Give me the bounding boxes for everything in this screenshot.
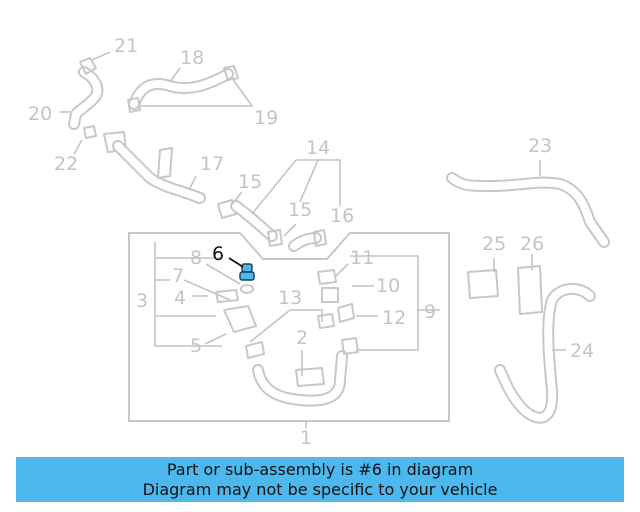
callout-11: 11 bbox=[350, 247, 374, 269]
callout-20: 20 bbox=[28, 103, 52, 125]
callout-4: 4 bbox=[174, 287, 186, 309]
callout-16: 16 bbox=[330, 205, 354, 227]
callout-21: 21 bbox=[114, 35, 138, 57]
callout-18: 18 bbox=[180, 47, 204, 69]
callout-25: 25 bbox=[482, 233, 506, 255]
callout-22: 22 bbox=[54, 153, 78, 175]
upper-left-hoses bbox=[68, 57, 239, 204]
banner-line-1: Part or sub-assembly is #6 in diagram bbox=[166, 460, 474, 479]
part-6-highlight bbox=[239, 263, 255, 281]
right-hoses bbox=[446, 172, 610, 424]
callout-2: 2 bbox=[296, 327, 308, 349]
callout-15b: 15 bbox=[288, 199, 312, 221]
callout-1: 1 bbox=[300, 427, 312, 449]
callout-7: 7 bbox=[172, 265, 184, 287]
info-banner: Part or sub-assembly is #6 in diagram Di… bbox=[16, 457, 624, 502]
callout-8: 8 bbox=[190, 247, 202, 269]
callout-12: 12 bbox=[382, 307, 406, 329]
middle-hoses bbox=[217, 199, 327, 252]
part-6-leader bbox=[228, 257, 244, 268]
callout-19: 19 bbox=[254, 107, 278, 129]
callout-23: 23 bbox=[528, 135, 552, 157]
callout-10: 10 bbox=[376, 275, 400, 297]
assembly-frame bbox=[128, 232, 450, 422]
banner-line-2: Diagram may not be specific to your vehi… bbox=[142, 480, 498, 499]
leader-lines bbox=[60, 51, 566, 376]
callout-3: 3 bbox=[136, 290, 148, 312]
callout-9: 9 bbox=[424, 301, 436, 323]
callout-5: 5 bbox=[190, 335, 202, 357]
callout-24: 24 bbox=[570, 340, 594, 362]
callout-17: 17 bbox=[200, 153, 224, 175]
callout-13: 13 bbox=[278, 287, 302, 309]
callout-15a: 15 bbox=[238, 171, 262, 193]
callout-14: 14 bbox=[306, 137, 330, 159]
callout-6: 6 bbox=[212, 243, 224, 265]
callouts: 1 2 3 4 5 6 7 8 9 10 11 12 13 14 15 15 1… bbox=[28, 35, 594, 449]
assembly-parts bbox=[215, 269, 359, 407]
callout-26: 26 bbox=[520, 233, 544, 255]
